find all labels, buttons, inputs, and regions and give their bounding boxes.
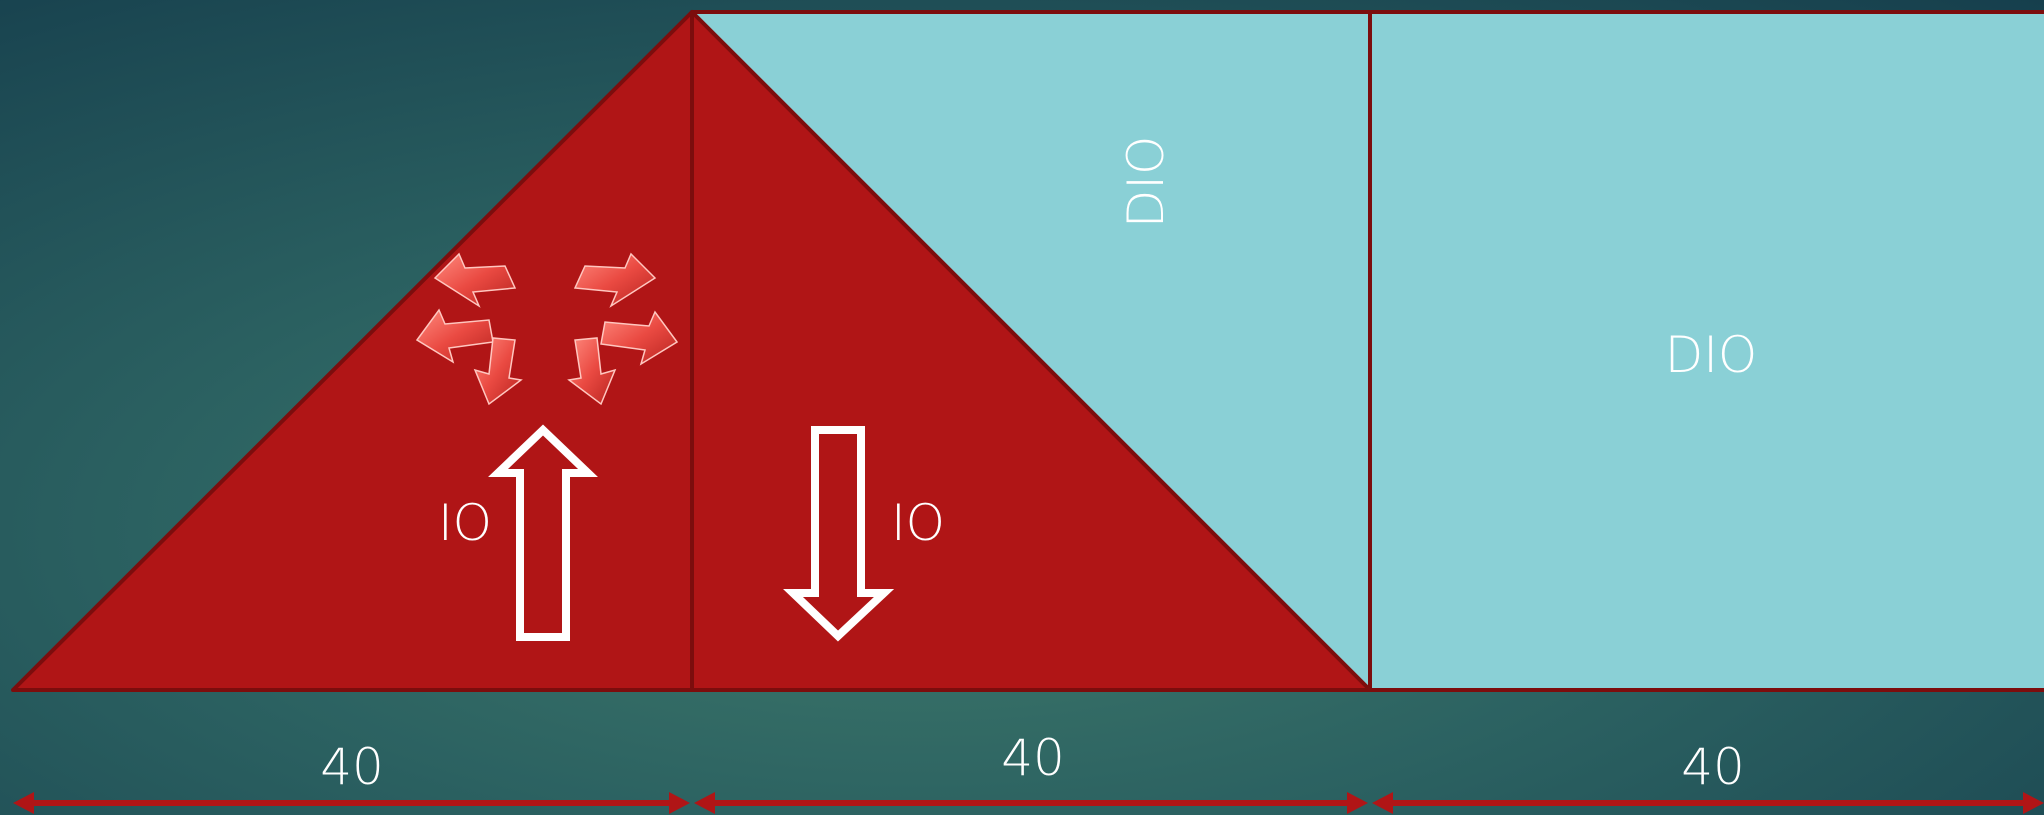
- dimension-label-2: 40: [1001, 729, 1065, 787]
- dimension-label-3: 40: [1681, 738, 1745, 796]
- rectangle-label: DIO: [1665, 326, 1758, 384]
- dimension-label-1: 40: [320, 738, 384, 796]
- right-triangle-label: IO: [891, 494, 945, 552]
- left-triangle-label: IO: [438, 494, 492, 552]
- top-region-label: DIO: [1117, 136, 1175, 229]
